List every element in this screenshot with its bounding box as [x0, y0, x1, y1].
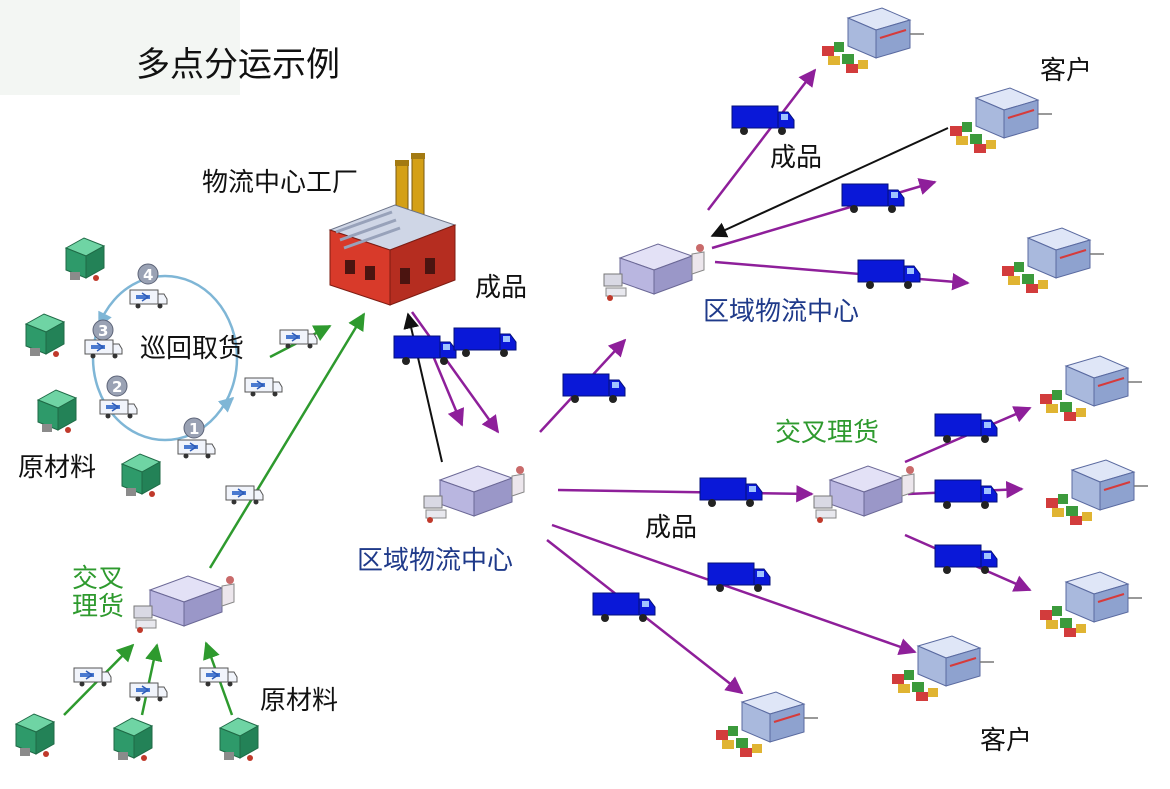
finished-goods-label-factory: 成品 [475, 273, 528, 303]
svg-text:2: 2 [112, 378, 122, 396]
customer-icon [949, 87, 1053, 154]
milk-run-stop-1: 1 [177, 417, 216, 460]
truck-icon [934, 413, 998, 444]
customer-icon [1039, 571, 1143, 638]
supplier-icon [65, 237, 105, 282]
customer-icon [1045, 459, 1149, 526]
milk-run-label: 巡回取货 [140, 334, 245, 364]
truck-icon [707, 562, 771, 593]
customer-icon [1039, 355, 1143, 422]
truck-icon [393, 335, 457, 366]
truck-icon [934, 479, 998, 510]
diagram-title: 多点分运示例 [136, 45, 340, 85]
milk-run-stop-4: 4 [129, 263, 168, 310]
regional-dc-label-center: 区域物流中心 [357, 546, 514, 576]
milk-run-stops: 4 3 2 1 [84, 263, 216, 460]
supplier-icon [219, 717, 259, 762]
supplier-icon [15, 713, 55, 758]
milk-run-truck-to-factory [279, 329, 318, 350]
material-truck [73, 667, 112, 688]
raw-material-label-lower: 原材料 [260, 686, 339, 716]
delivery-trucks [393, 105, 998, 623]
customer-icon [1001, 227, 1105, 294]
raw-material-label-upper: 原材料 [18, 453, 97, 483]
svg-text:4: 4 [143, 266, 153, 284]
finished-goods-label-top: 成品 [770, 143, 823, 173]
factory-icon [328, 153, 457, 306]
factory-label: 物流中心工厂 [202, 168, 359, 198]
milk-run-stop-3: 3 [84, 319, 123, 360]
cross-dock-label-left-line2: 理货 [72, 592, 125, 622]
material-truck [129, 682, 168, 703]
truck-icon [699, 477, 763, 508]
finished-goods-label-middle: 成品 [645, 513, 698, 543]
truck-icon [562, 373, 626, 404]
title-backdrop [0, 0, 240, 95]
customer-icon [891, 635, 995, 702]
truck-icon [934, 544, 998, 575]
cross-dock-left-icon [133, 575, 235, 634]
cross-dock-label-left-line1: 交叉 [72, 564, 125, 594]
regional-dc-upper-icon [603, 243, 705, 302]
svg-text:1: 1 [189, 420, 199, 438]
supplier-icon [121, 453, 161, 498]
truck-icon [592, 592, 656, 623]
milk-run-stop-2: 2 [99, 375, 138, 420]
material-truck [199, 667, 238, 688]
customer-label-top: 客户 [1040, 56, 1093, 86]
product-flow-arrows [410, 68, 1032, 695]
truck-icon [453, 327, 517, 358]
regional-dc-center-icon [423, 465, 525, 524]
truck-icon [841, 183, 905, 214]
cross-dock-right-icon [813, 465, 915, 524]
supplier-icon [113, 717, 153, 762]
milk-run-truck-east [244, 377, 283, 398]
truck-icon [857, 259, 921, 290]
regional-dc-label-upper: 区域物流中心 [703, 297, 860, 327]
customer-label-bottom: 客户 [980, 726, 1033, 756]
material-flow-arrows [63, 312, 366, 716]
cross-dock-label-right: 交叉理货 [775, 418, 880, 448]
supplier-icon [37, 389, 77, 434]
supplier-icon [25, 313, 65, 358]
customer-icon [821, 7, 925, 74]
svg-text:3: 3 [98, 322, 108, 340]
customer-icon [715, 691, 819, 758]
